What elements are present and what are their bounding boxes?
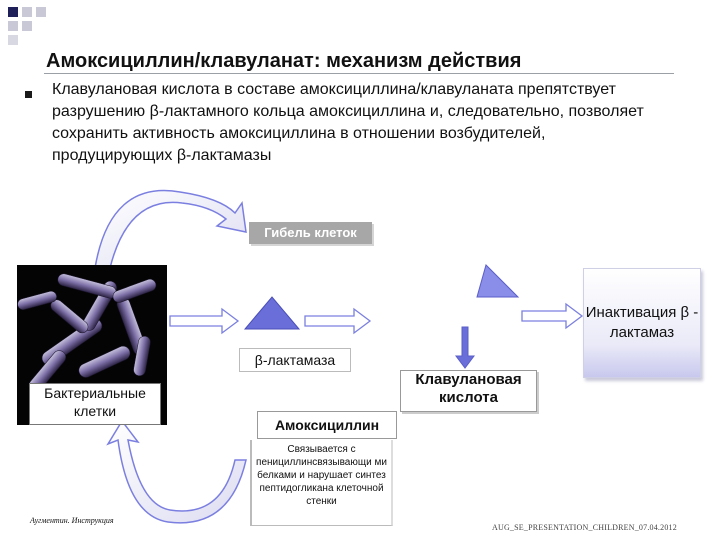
straight-arrow-left (169, 307, 240, 335)
bacterial-cells-label: Бактериальные клетки (29, 383, 161, 425)
curved-arrow-bottom (106, 419, 247, 524)
deco-square (8, 21, 18, 31)
deco-square (22, 21, 32, 31)
amoxicillin-description: Связывается с пенициллинсвязывающи ми бе… (250, 440, 393, 526)
deco-square (8, 7, 18, 17)
title-divider (44, 73, 674, 74)
deco-square (36, 7, 46, 17)
deco-square (22, 7, 32, 17)
inactivation-box: Инактивация β - лактамаз (583, 268, 701, 378)
deco-square (8, 35, 18, 45)
straight-arrow-middle (304, 307, 372, 335)
straight-arrow-right (521, 302, 584, 330)
amoxicillin-label: Амоксициллин (257, 411, 397, 439)
bacteria-image (17, 273, 157, 393)
down-arrow (455, 326, 475, 369)
slide-title: Амоксициллин/клавуланат: механизм действ… (46, 50, 522, 72)
footer-source: Аугментин. Инструкция (30, 516, 114, 525)
beta-lactamase-label: β-лактамаза (239, 348, 351, 372)
bullet-marker (25, 91, 32, 98)
body-paragraph: Клавулановая кислота в составе амоксицил… (52, 81, 644, 164)
curved-arrow-top (94, 189, 247, 269)
triangle-left (243, 296, 301, 330)
footer-code: AUG_SE_PRESENTATION_CHILDREN_07.04.2012 (492, 523, 677, 532)
clavulanic-acid-label: Клавулановая кислота (400, 370, 537, 412)
triangle-right (476, 264, 520, 298)
cell-death-label: Гибель клеток (249, 222, 372, 244)
